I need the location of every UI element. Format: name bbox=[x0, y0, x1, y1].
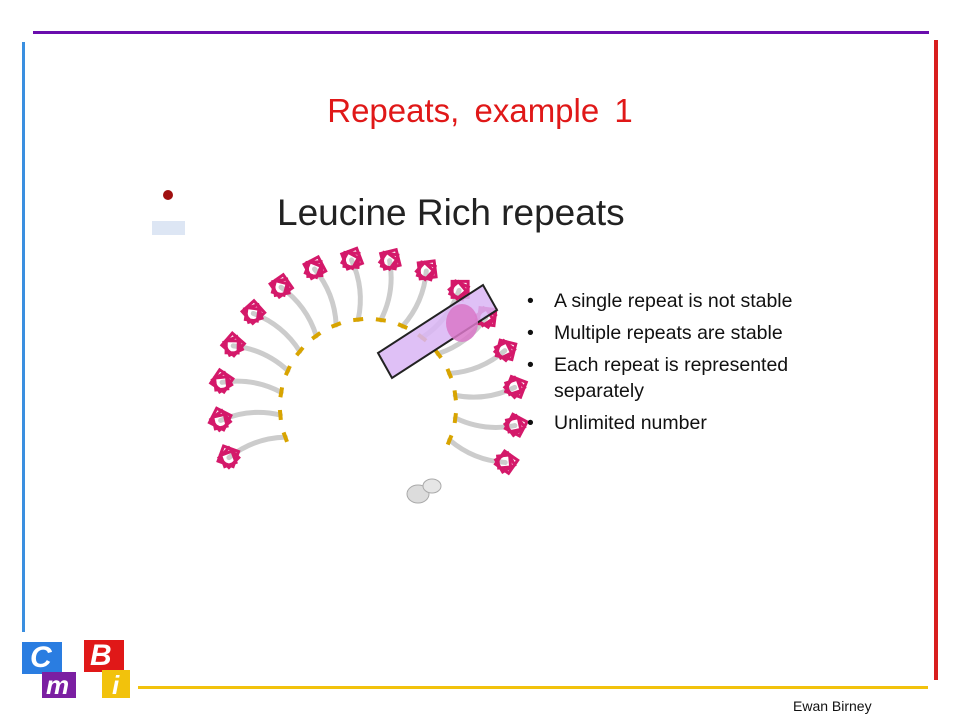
beta-strand bbox=[278, 387, 285, 398]
author-name: Ewan Birney bbox=[793, 698, 872, 714]
helix-coil bbox=[414, 259, 438, 282]
backbone-segment bbox=[452, 415, 518, 430]
beta-strand bbox=[397, 322, 409, 330]
beta-strand bbox=[295, 346, 305, 357]
beta-strand bbox=[330, 321, 342, 329]
beta-strand bbox=[277, 409, 283, 421]
backbone-segment bbox=[452, 384, 518, 400]
helix-coil bbox=[502, 374, 529, 400]
slide-title: Repeats, example 1 bbox=[327, 92, 633, 129]
helix-coil bbox=[493, 448, 520, 476]
logo-letter-i: i bbox=[112, 670, 120, 700]
helix-coil bbox=[377, 247, 402, 272]
figure-heading: Leucine Rich repeats bbox=[277, 192, 625, 233]
beta-strand bbox=[352, 317, 364, 323]
logo-tile-i bbox=[102, 670, 130, 698]
bullet-item: Unlimited number bbox=[527, 410, 827, 436]
beta-strand bbox=[445, 434, 454, 446]
protein-backbone bbox=[218, 257, 518, 465]
right-border-line bbox=[934, 40, 938, 680]
molecule-legend-icon bbox=[152, 190, 185, 235]
backbone-segment bbox=[446, 348, 508, 376]
backbone-segment bbox=[400, 268, 429, 329]
beta-strand bbox=[452, 412, 458, 424]
helix-coil bbox=[239, 298, 267, 326]
helix-coil bbox=[219, 331, 247, 358]
logo-tile-m bbox=[42, 672, 76, 698]
logo-letter-b: B bbox=[90, 639, 112, 672]
beta-strand bbox=[445, 368, 454, 379]
backbone-segment bbox=[447, 437, 508, 465]
helix-coil bbox=[447, 279, 471, 302]
bullet-item: Each repeat is represented separately bbox=[527, 352, 827, 404]
helix-coil bbox=[207, 406, 233, 433]
bullet-item: Multiple repeats are stable bbox=[527, 320, 827, 346]
logo-letter-c: C bbox=[30, 641, 52, 674]
helix-coil bbox=[339, 246, 365, 271]
beta-strand bbox=[433, 348, 443, 359]
helix-coil bbox=[302, 254, 328, 281]
left-border-line bbox=[22, 42, 25, 632]
bullet-item: A single repeat is not stable bbox=[527, 288, 827, 314]
helix-coil bbox=[492, 338, 518, 363]
helix-coil bbox=[502, 412, 530, 438]
bullet-list: A single repeat is not stable Multiple r… bbox=[527, 288, 827, 442]
helix-coil bbox=[268, 272, 295, 300]
logo-tile-b bbox=[84, 640, 124, 672]
top-border-line bbox=[33, 31, 929, 34]
beta-strand bbox=[375, 317, 387, 323]
helix-coil bbox=[208, 367, 235, 395]
beta-strand bbox=[281, 431, 289, 443]
helix-coil bbox=[216, 444, 241, 470]
terminus-blob bbox=[406, 478, 442, 504]
cmbi-logo: C B m i bbox=[18, 638, 138, 700]
beta-strand bbox=[452, 390, 458, 401]
logo-letter-m: m bbox=[46, 670, 70, 700]
beta-strand bbox=[283, 365, 292, 377]
beta-strand bbox=[311, 331, 322, 341]
highlighted-repeat-box bbox=[376, 283, 499, 380]
alpha-helices bbox=[207, 246, 530, 476]
logo-tile-c bbox=[22, 642, 62, 674]
bottom-border-line bbox=[138, 686, 928, 689]
protein-structure-figure bbox=[152, 190, 530, 504]
